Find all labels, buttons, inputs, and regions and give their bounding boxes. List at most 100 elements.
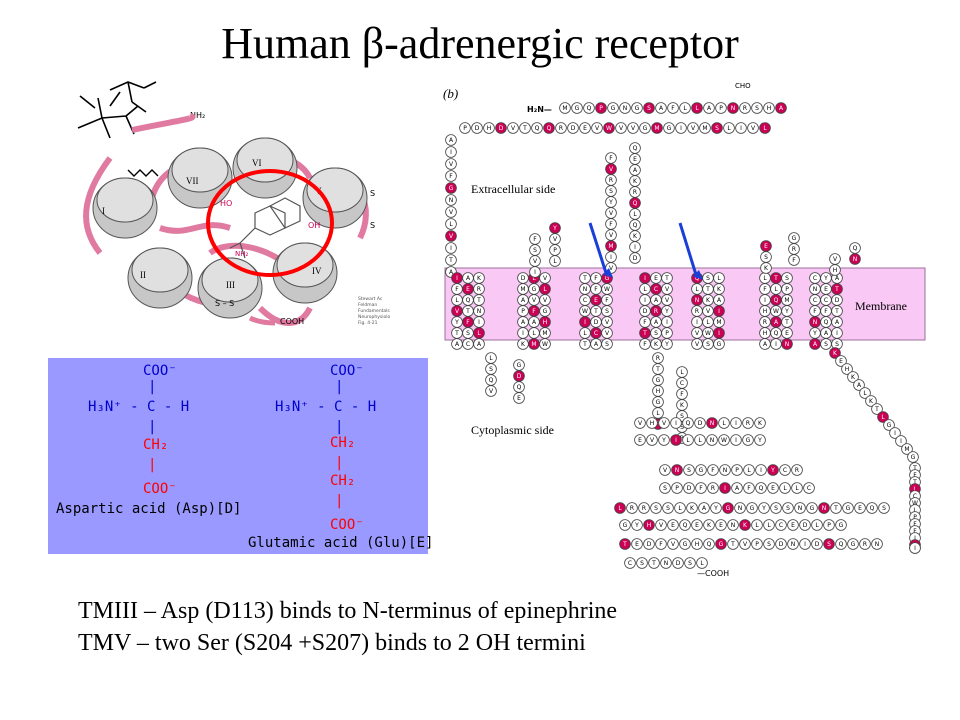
residue-bead [682, 417, 694, 429]
residue-bead [719, 482, 731, 494]
residue-letter: Y [552, 225, 557, 232]
residue-letter: K [654, 341, 659, 348]
residue-letter: I [735, 420, 737, 427]
residue-letter: A [763, 341, 768, 348]
residue-letter: A [774, 319, 779, 326]
residue-letter: Q [633, 200, 638, 207]
residue-letter: P [675, 485, 679, 492]
residue-bead [703, 538, 715, 550]
residue-letter: Q [535, 125, 540, 132]
residue-letter: I [634, 244, 636, 251]
residue-letter: S [824, 341, 828, 348]
residue-letter: F [824, 308, 828, 315]
residue-letter: G [699, 467, 704, 474]
residue-letter: L [455, 297, 459, 304]
residue-letter: N [710, 437, 715, 444]
residue-letter: A [477, 341, 482, 348]
residue-letter: L [543, 286, 547, 293]
residue-bead [651, 122, 663, 134]
residue-bead [614, 502, 626, 514]
svg-text:Fundamentals: Fundamentals [358, 308, 390, 314]
residue-bead [445, 134, 457, 146]
residue-letter: P [755, 541, 759, 548]
residue-letter: N [449, 197, 454, 204]
residue-bead [639, 122, 651, 134]
residue-letter: Q [853, 245, 858, 252]
residue-letter: T [642, 330, 647, 337]
residue-bead [567, 122, 579, 134]
residue-letter: C [779, 522, 783, 529]
residue-bead [849, 253, 861, 265]
residue-letter: Y [757, 437, 762, 444]
residue-letter: N [875, 541, 880, 548]
residue-letter: V [455, 308, 460, 315]
residue-letter: I [644, 275, 646, 282]
residue-letter: I [456, 275, 458, 282]
residue-letter: H [695, 541, 700, 548]
residue-letter: V [695, 330, 700, 337]
residue-bead [847, 371, 859, 383]
residue-letter: P [719, 105, 723, 112]
residue-letter: C [913, 493, 917, 500]
residue-letter: R [695, 308, 699, 315]
glu-coo-top: COO⁻ [330, 363, 364, 379]
residue-bead [853, 379, 865, 391]
residue-bead [672, 557, 684, 569]
residue-letter: Q [466, 297, 471, 304]
residue-bead [763, 538, 775, 550]
residue-letter: M [608, 243, 613, 250]
residue-bead [699, 122, 711, 134]
residue-letter: L [863, 390, 867, 397]
residue-bead [727, 519, 739, 531]
residue-letter: Q [695, 275, 700, 282]
residue-letter: D [521, 275, 526, 282]
oh-label: OH [308, 221, 320, 230]
residue-letter: R [642, 505, 646, 512]
residue-letter: V [543, 275, 548, 282]
residue-letter: I [610, 254, 612, 261]
residue-letter: G [643, 125, 648, 132]
residue-bead [799, 538, 811, 550]
residue-bead [663, 122, 675, 134]
residue-letter: V [706, 308, 711, 315]
residue-bead [755, 464, 767, 476]
residue-letter: A [449, 137, 454, 144]
residue-bead [670, 417, 682, 429]
residue-letter: F [609, 155, 613, 162]
residue-letter: V [605, 319, 610, 326]
glu-bond-3: | [335, 455, 344, 471]
residue-bead [718, 417, 730, 429]
glu-coo-bottom: COO⁻ [330, 517, 364, 533]
residue-letter: F [792, 257, 796, 264]
residue-letter: S [764, 254, 768, 261]
residue-letter: E [824, 286, 828, 293]
helix-V: V [302, 167, 368, 229]
residue-letter: R [654, 308, 658, 315]
residue-bead [835, 538, 847, 550]
residue-letter: H [647, 522, 652, 529]
residue-bead [823, 519, 835, 531]
residue-letter: E [517, 395, 521, 402]
residue-letter: D [633, 255, 638, 262]
residue-bead [659, 464, 671, 476]
residue-letter: L [449, 221, 453, 228]
residue-letter: V [650, 437, 655, 444]
residue-letter: Q [839, 541, 844, 548]
residue-letter: I [450, 149, 452, 156]
residue-letter: S [466, 330, 470, 337]
residue-letter: W [721, 437, 727, 444]
residue-letter: L [680, 369, 684, 376]
residue-letter: L [698, 437, 702, 444]
residue-letter: P [463, 125, 467, 132]
residue-letter: D [835, 297, 840, 304]
glu-ch2-b: CH₂ [330, 473, 356, 489]
residue-bead [686, 502, 698, 514]
residue-letter: G [726, 505, 731, 512]
residue-bead [543, 122, 555, 134]
residue-letter: Y [823, 275, 828, 282]
residue-letter: I [914, 535, 916, 542]
residue-letter: L [913, 507, 917, 514]
glu-bond-4: | [335, 493, 344, 509]
residue-bead [658, 434, 670, 446]
residue-bead [671, 464, 683, 476]
